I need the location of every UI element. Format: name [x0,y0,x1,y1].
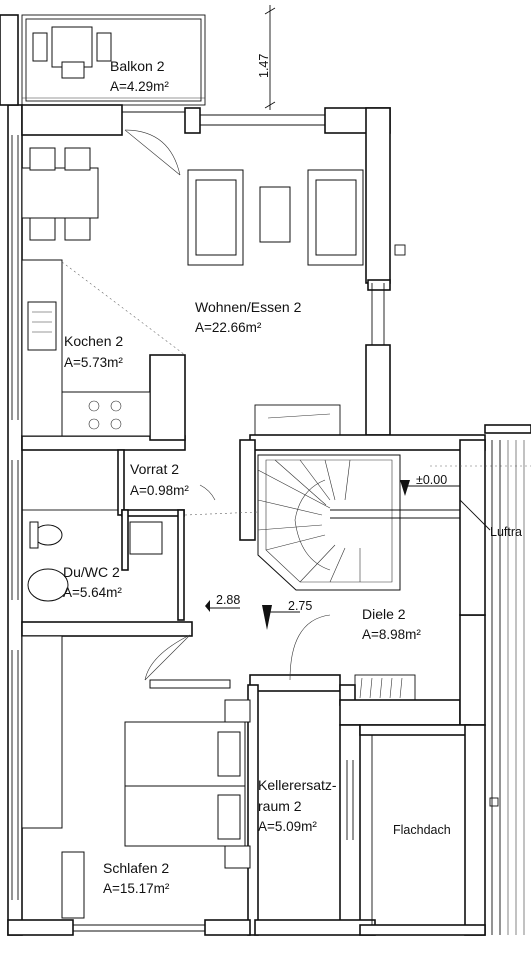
level-step2: 2.75 [288,599,312,613]
room-name-vorrat: Vorrat 2 [130,461,179,477]
walls [0,14,531,936]
kitchen-furniture [21,147,186,437]
room-name-schlafen: Schlafen 2 [103,860,169,876]
living-furniture [124,129,364,266]
room-area-balkon: A=4.29m² [110,79,169,94]
room-area-vorrat: A=0.98m² [130,483,189,498]
room-area-kochen: A=5.73m² [64,355,123,370]
room-name-keller-line2: raum 2 [258,798,302,814]
staircase [184,454,460,591]
right-exterior [484,440,525,935]
level-step1: 2.88 [216,593,240,607]
bedroom-furniture [21,634,251,919]
flachdach-label: Flachdach [393,823,451,837]
room-name-duwc: Du/WC 2 [63,564,120,580]
level-floor: ±0.00 [416,473,447,487]
dimension-line: 1.47 [257,5,276,110]
room-name-kochen: Kochen 2 [64,333,123,349]
luftraum-label: Luftra [490,525,522,539]
bathroom-fixtures [21,449,163,602]
room-name-wohnen: Wohnen/Essen 2 [195,299,302,315]
room-area-wohnen: A=22.66m² [195,320,262,335]
balcony [21,14,206,106]
windows [11,111,385,932]
room-area-schlafen: A=15.17m² [103,881,170,896]
dimension-label: 1.47 [257,54,271,78]
room-labels: Balkon 2 A=4.29m² Wohnen/Essen 2 A=22.66… [63,58,522,896]
room-name-diele: Diele 2 [362,606,406,622]
room-area-diele: A=8.98m² [362,627,421,642]
room-area-duwc: A=5.64m² [63,585,122,600]
room-name-keller-line1: Kellerersatz- [258,777,337,793]
hall-details [199,244,531,926]
room-area-keller: A=5.09m² [258,819,317,834]
room-name-balkon: Balkon 2 [110,58,165,74]
